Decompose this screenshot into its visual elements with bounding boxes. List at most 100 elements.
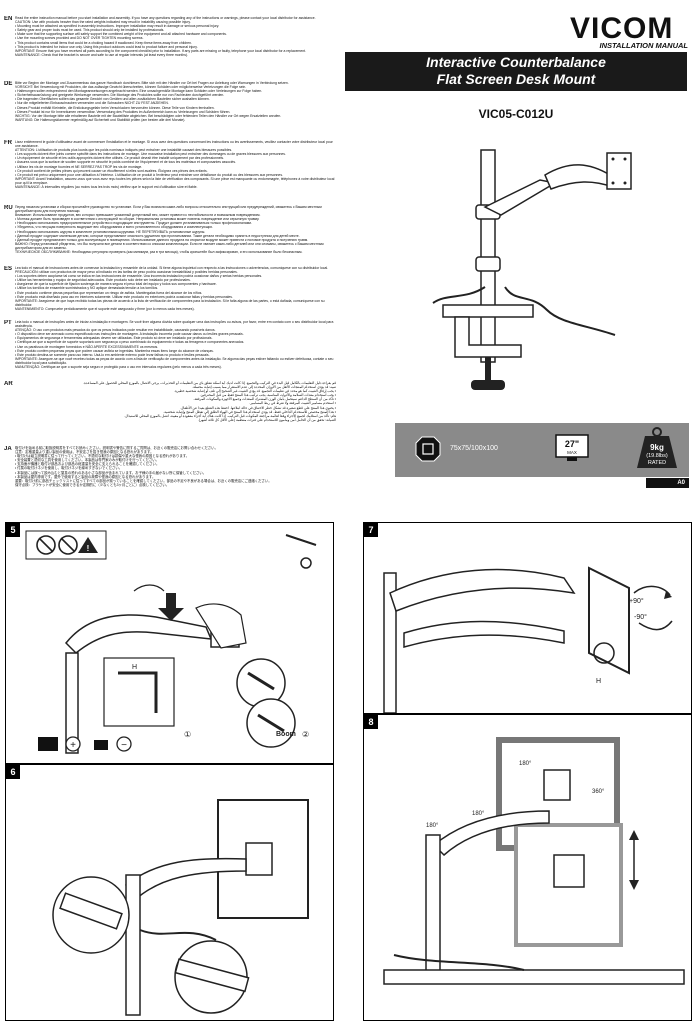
- instruction-line: 注意：定格重量より重い製品の使用は、不安定さを招き怪我の原因となる恐れがあります…: [15, 450, 154, 455]
- step-7-number: 7: [364, 523, 378, 537]
- instruction-line: WICHTIG: Vor der Montage bitte alle erha…: [15, 113, 282, 118]
- product-title-line2: Flat Screen Desk Mount: [436, 71, 596, 87]
- tilt-down-arrow: [638, 620, 673, 631]
- instruction-line: • This product contains small items that…: [15, 40, 192, 45]
- no-tool-icon: [36, 535, 56, 555]
- hex-key-label-7: H: [596, 678, 601, 685]
- instruction-line: • Equipamentos de segurança e ferramenta…: [15, 336, 213, 341]
- instruction-line: • Make sure that the supporting surface …: [15, 32, 227, 37]
- instruction-line: ATTENTION: L'utilisation de produits plu…: [15, 148, 233, 153]
- instruction-line: • Dieses Produkt ist nur für Innenräumen…: [15, 109, 231, 114]
- instruction-line: • Certifique-se que a superfície de supo…: [15, 340, 245, 345]
- instruction-line: الصيانة: تحقق من أن الحامل آمن ومأمون لل…: [197, 417, 336, 422]
- instruction-line: MANUTENÇÃO: Certifique-se que o suporte …: [15, 365, 222, 370]
- instruction-line: قم بقراءة دليل التعليمات بالكامل قبل الب…: [83, 381, 336, 385]
- boom-label: Boom: [276, 731, 296, 738]
- no-hand-icon: [58, 535, 78, 555]
- instruction-line: • Los soportes deben acoplarse tal como …: [15, 274, 263, 279]
- clamp-knob: [471, 380, 505, 390]
- instruction-line: MANTENIMIENTO: Compruebe periódicamente …: [15, 306, 195, 311]
- step-6-number: 6: [6, 765, 20, 779]
- pole: [480, 149, 496, 363]
- step-7-illustration: +90° -90° H: [383, 566, 673, 713]
- svg-text:+: +: [70, 740, 76, 751]
- vesa-icon: [415, 436, 441, 462]
- instruction-line: • Este produto destina-se somente para u…: [15, 352, 210, 357]
- instruction-line: • 付属の取付けネジを使用し、取付けネジを締めすぎないでください。: [15, 466, 123, 471]
- rotation-label-top: 180°: [519, 761, 532, 767]
- instruction-line: • Assurez-vous que la surface de soutien…: [15, 160, 237, 165]
- step-7-panel: 7 +90° -90° H: [363, 522, 692, 714]
- callout-1: ①: [184, 730, 191, 739]
- instruction-line: • Die tragenden Oberflächen sollten das …: [15, 97, 210, 102]
- instruction-line: Lisez entièrement le guide d'utilisateur…: [15, 140, 333, 149]
- instruction-line: ATENÇÃO: O uso com produtos mais pesados…: [15, 328, 216, 333]
- page-label: A0: [646, 478, 689, 488]
- step-8-number: 8: [364, 715, 378, 729]
- weight-lbs: (19.8lbs): [646, 453, 668, 459]
- step-5-illustration: ! H ① Boom ② + −: [25, 530, 317, 754]
- vesa-spec: 75x75/100x100: [450, 445, 498, 452]
- rotation-label-right: 360°: [592, 789, 605, 795]
- instruction-line: IMPORTANTE: Assegure-se que você recebeu…: [15, 356, 334, 365]
- instruction-line: • Nur die mitgelieferten Einbauschrauben…: [15, 101, 169, 106]
- instruction-line: WARTUNG: Die Halterungsklammer regelmäßi…: [15, 117, 186, 122]
- screwdriver-icon: [285, 534, 317, 546]
- model-number: VIC05-C012U: [478, 107, 554, 121]
- instruction-line: • Ce produit est prévu uniquement pour u…: [15, 172, 283, 177]
- step-6-illustration: [52, 799, 309, 1016]
- instruction-line: • Данный продукт содержит маленькие дета…: [15, 233, 300, 238]
- screen-size-value: 27": [565, 439, 579, 449]
- base-plate: [442, 304, 534, 318]
- instruction-line: • 本製品には誤って飲み込むと窒息の恐れのある小さな部品が含まれています。お子様…: [15, 470, 207, 475]
- minus-icon: [116, 736, 132, 752]
- tilt-down-label: -90°: [634, 613, 647, 621]
- callout-2: ②: [302, 730, 309, 739]
- instruction-line: CAUTION: Use with products heavier than …: [15, 20, 191, 25]
- instruction-line: • Dieses Produkt enthält Kleinteile, die…: [15, 105, 215, 110]
- instruction-line: • Utilisez les vis de montage fournies e…: [15, 164, 143, 169]
- light-monitor-icon: [94, 740, 108, 750]
- vicom-logo: VICOM: [570, 12, 674, 45]
- instruction-line: • Mounting must be attached as specified…: [15, 24, 220, 29]
- instruction-line: IMPORTANT: Avant l'installation, assurez…: [15, 176, 335, 185]
- instruction-line: IMPORTANT: Ensure that you have received…: [15, 48, 306, 53]
- language-code: JA: [4, 446, 12, 452]
- hex-key-icon: [300, 557, 312, 569]
- svg-text:!: !: [87, 544, 90, 553]
- language-code: EN: [4, 16, 13, 22]
- weight-value: 9kg: [650, 443, 664, 452]
- spec-bar: 75x75/100x100 27" MAX 9kg (19.8lbs) RATE…: [395, 423, 689, 477]
- gas-spring-arm: [544, 164, 615, 190]
- instruction-line: Leia todo o manual de instruções antes d…: [15, 320, 334, 329]
- language-code: DE: [4, 81, 13, 87]
- instruction-line: • Este producto está diseñado para uso e…: [15, 294, 233, 299]
- cable: [504, 286, 616, 336]
- language-code: ES: [4, 266, 13, 272]
- instruction-line: • يجب إرفاق التثبيت كما هو محدد في تعليم…: [174, 389, 336, 394]
- instruction-line: • O dispositivo deve ser anexado como es…: [15, 332, 244, 337]
- instruction-line: • هذا المنتج مخصص للاستخدام الداخلي فقط.…: [163, 409, 336, 414]
- weight-icon: 9kg (19.8lbs) RATED: [637, 427, 677, 468]
- language-code: RU: [4, 205, 13, 211]
- screen-size-suffix: MAX: [567, 450, 577, 455]
- instruction-line: Перед началом установки и сборки прочита…: [15, 205, 322, 214]
- hex-key-label: H: [132, 664, 137, 671]
- product-illustration: [432, 149, 632, 390]
- instruction-line: PRECAUCIÓN: utilizar con productos de ma…: [15, 270, 238, 275]
- rotation-label-left: 180°: [426, 823, 439, 829]
- vesa-plate: [606, 152, 632, 190]
- desk: [383, 969, 685, 985]
- instruction-line: Bitte vor Beginn der Montage und Zusamme…: [15, 81, 289, 85]
- instruction-line: 重要：取付け前に部品チェックリストに従ってすべての部品が揃っていることを確認して…: [15, 478, 272, 483]
- instruction-line: • استخدم مسامير التثبيت المرفقة ولا تفرط…: [249, 401, 336, 406]
- step-5-number: 5: [6, 523, 20, 537]
- instruction-line: • Este producto contiene piezas pequeñas…: [15, 290, 203, 295]
- instruction-line: • Safety gear and proper tools must be u…: [15, 28, 165, 33]
- instruction-line: • Asegúrese de que la superficie de fija…: [15, 282, 217, 287]
- instruction-line: • Use the mounting screws provided and D…: [15, 36, 144, 41]
